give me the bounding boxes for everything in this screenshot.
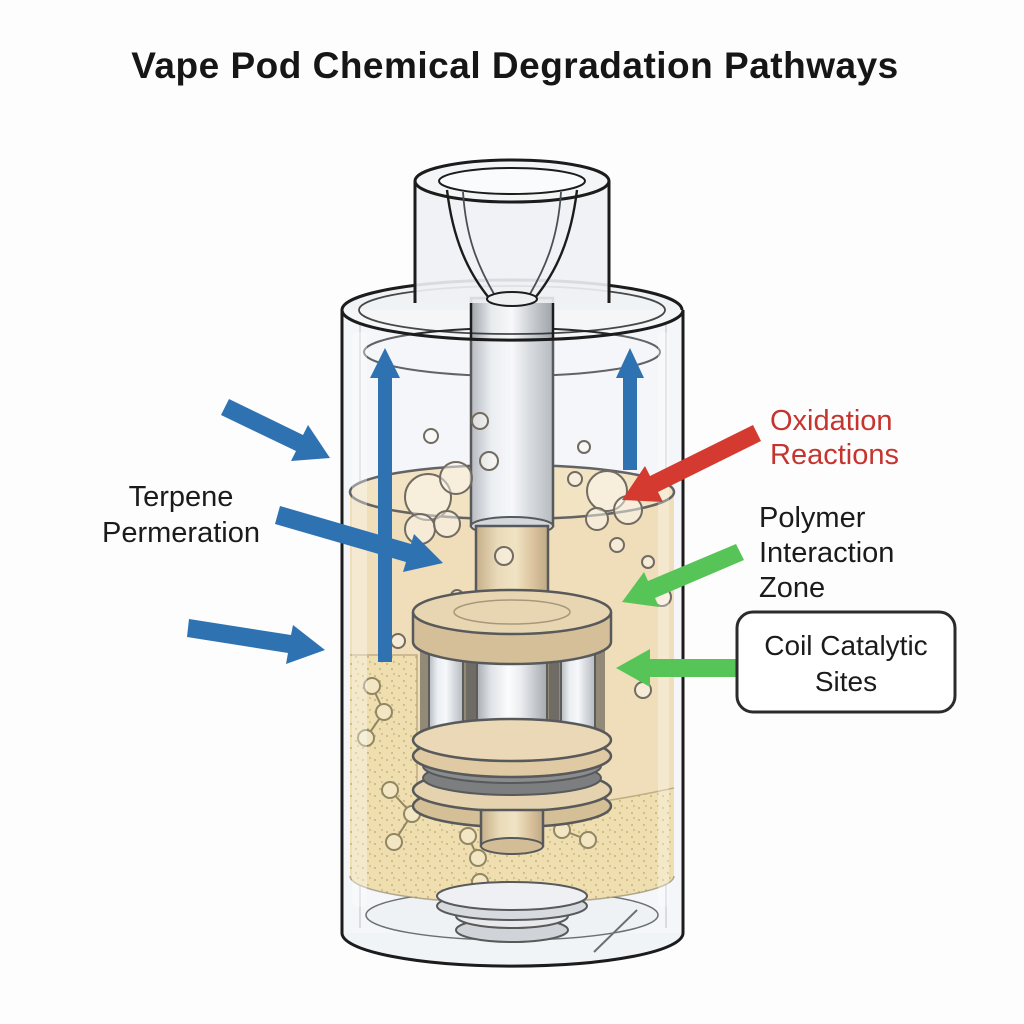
coil-cap-top	[411, 588, 613, 636]
molecule-atom	[357, 729, 375, 747]
glass-highlight-right	[658, 332, 669, 907]
coil-sites-label-line2: Sites	[815, 666, 877, 697]
bubble	[641, 555, 655, 569]
vapor-rise-arrow-right	[616, 348, 644, 470]
funnel-inner-curve	[529, 191, 562, 295]
mouthpiece-bore	[438, 167, 586, 195]
bubble	[494, 546, 514, 566]
bubble	[609, 537, 625, 553]
polymer-zone-arrow	[622, 544, 744, 607]
coil-sites-box	[735, 610, 957, 714]
molecule-atom	[381, 781, 399, 799]
terpene-arrow-middle	[275, 506, 443, 572]
label-terpene-permeation: Terpene Permeration	[102, 481, 260, 549]
coil-cap-inner-ring	[453, 599, 571, 625]
degradation-molecules	[357, 677, 597, 899]
polymer-label-line1: Polymer	[759, 502, 866, 534]
body-rim-front-outline	[340, 309, 685, 342]
funnel-inner-curve	[462, 191, 495, 295]
coil-stub-bottom	[480, 837, 544, 855]
polymer-label-line3: Zone	[759, 572, 825, 604]
bubble	[433, 510, 461, 538]
coil-sites-arrow	[616, 649, 737, 687]
label-polymer-interaction-zone: Polymer Interaction Zone	[759, 502, 894, 604]
oxidation-arrow	[622, 425, 761, 502]
chimney-tube	[469, 296, 555, 528]
diagram-title: Vape Pod Chemical Degradation Pathways	[131, 45, 898, 86]
molecule-atom	[579, 831, 597, 849]
body-bottom	[342, 933, 683, 967]
funnel-curve	[534, 189, 579, 299]
terpene-label-line2: Permeration	[102, 517, 260, 549]
coil-base-top	[411, 717, 613, 763]
molecule-atom	[375, 703, 393, 721]
body-bottom-outline	[340, 932, 685, 968]
bubble	[439, 461, 473, 495]
bubble	[471, 412, 489, 430]
coil-assembly	[411, 588, 613, 855]
terpene-arrow-lower	[187, 619, 325, 664]
connector-flange-top	[436, 881, 588, 911]
bubble	[577, 440, 591, 454]
molecule-atom	[459, 827, 477, 845]
label-coil-catalytic-sites: Coil Catalytic Sites	[735, 610, 957, 714]
coil-sites-label-line1: Coil Catalytic	[764, 630, 927, 661]
glass-reflection-line	[593, 909, 638, 953]
mouthpiece	[413, 158, 611, 307]
bubble	[567, 471, 583, 487]
molecule-atom	[363, 677, 381, 695]
glass-front	[340, 285, 685, 968]
glass-highlight-left	[352, 332, 367, 907]
bubble	[585, 507, 609, 531]
polymer-label-line2: Interaction	[759, 537, 894, 569]
oxidation-label-line2: Reactions	[770, 439, 899, 471]
glass-sheen	[342, 310, 683, 968]
vapor-rise-arrow-left	[370, 348, 400, 662]
terpene-arrow-upper	[221, 399, 330, 461]
funnel-throat	[486, 291, 538, 307]
molecule-atom	[469, 849, 487, 867]
label-oxidation-reactions: Oxidation Reactions	[770, 405, 899, 471]
coil-slot	[549, 640, 559, 745]
mouthpiece-side-outline	[413, 181, 611, 303]
body-side-outline	[340, 310, 685, 933]
annotation-arrows	[187, 348, 761, 687]
funnel-curve	[445, 189, 490, 299]
molecule-atom	[385, 833, 403, 851]
base-connector	[436, 881, 638, 953]
terpene-label-line1: Terpene	[129, 481, 234, 513]
bubble	[423, 428, 439, 444]
bubble	[479, 451, 499, 471]
coil-slot	[466, 640, 476, 745]
oxidation-label-line1: Oxidation	[770, 405, 893, 437]
